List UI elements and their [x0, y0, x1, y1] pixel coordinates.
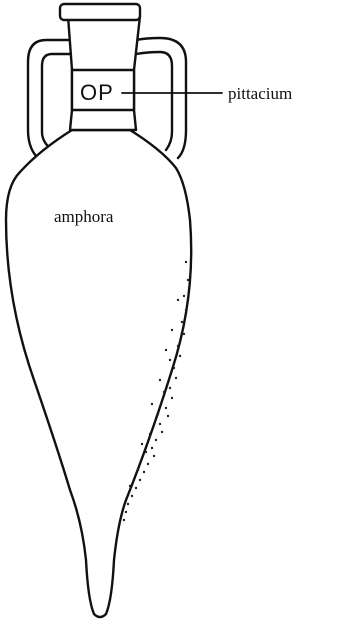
- stipple-dot: [145, 451, 147, 453]
- pittacium-label: pittacium: [228, 84, 292, 103]
- amphora-rim: [60, 4, 140, 20]
- stipple-dot: [137, 469, 139, 471]
- pittacium-inscription: OP: [80, 80, 114, 105]
- stipple-dot: [169, 359, 171, 361]
- stipple-dot: [169, 387, 171, 389]
- stipple-dot: [167, 415, 169, 417]
- stipple-dot: [153, 455, 155, 457]
- stipple-dot: [171, 329, 173, 331]
- stipple-dot: [175, 377, 177, 379]
- stipple-dot: [185, 309, 187, 311]
- stipple-dot: [135, 487, 137, 489]
- amphora-label: amphora: [54, 207, 114, 226]
- stipple-dot: [173, 367, 175, 369]
- stipple-dot: [125, 511, 127, 513]
- stipple-dot: [159, 423, 161, 425]
- stipple-dot: [127, 503, 129, 505]
- stipple-dot: [151, 403, 153, 405]
- stipple-dot: [141, 443, 143, 445]
- stipple-dot: [177, 299, 179, 301]
- stipple-dot: [181, 321, 183, 323]
- stipple-dot: [187, 279, 189, 281]
- stipple-dot: [149, 433, 151, 435]
- stipple-dot: [179, 355, 181, 357]
- stipple-dot: [147, 463, 149, 465]
- stipple-dot: [139, 479, 141, 481]
- stipple-dot: [129, 485, 131, 487]
- stipple-dot: [155, 439, 157, 441]
- stipple-dot: [185, 261, 187, 263]
- stipple-dot: [165, 349, 167, 351]
- stipple-dot: [131, 495, 133, 497]
- stipple-dot: [171, 397, 173, 399]
- amphora-body: [6, 130, 191, 617]
- stipple-dot: [183, 295, 185, 297]
- stipple-dot: [165, 407, 167, 409]
- stipple-dot: [163, 391, 165, 393]
- stipple-dot: [177, 345, 179, 347]
- stipple-dot: [161, 431, 163, 433]
- stipple-dot: [183, 333, 185, 335]
- stipple-dot: [151, 447, 153, 449]
- stipple-dot: [123, 519, 125, 521]
- stipple-dot: [143, 471, 145, 473]
- stipple-dot: [157, 413, 159, 415]
- stipple-dot: [159, 379, 161, 381]
